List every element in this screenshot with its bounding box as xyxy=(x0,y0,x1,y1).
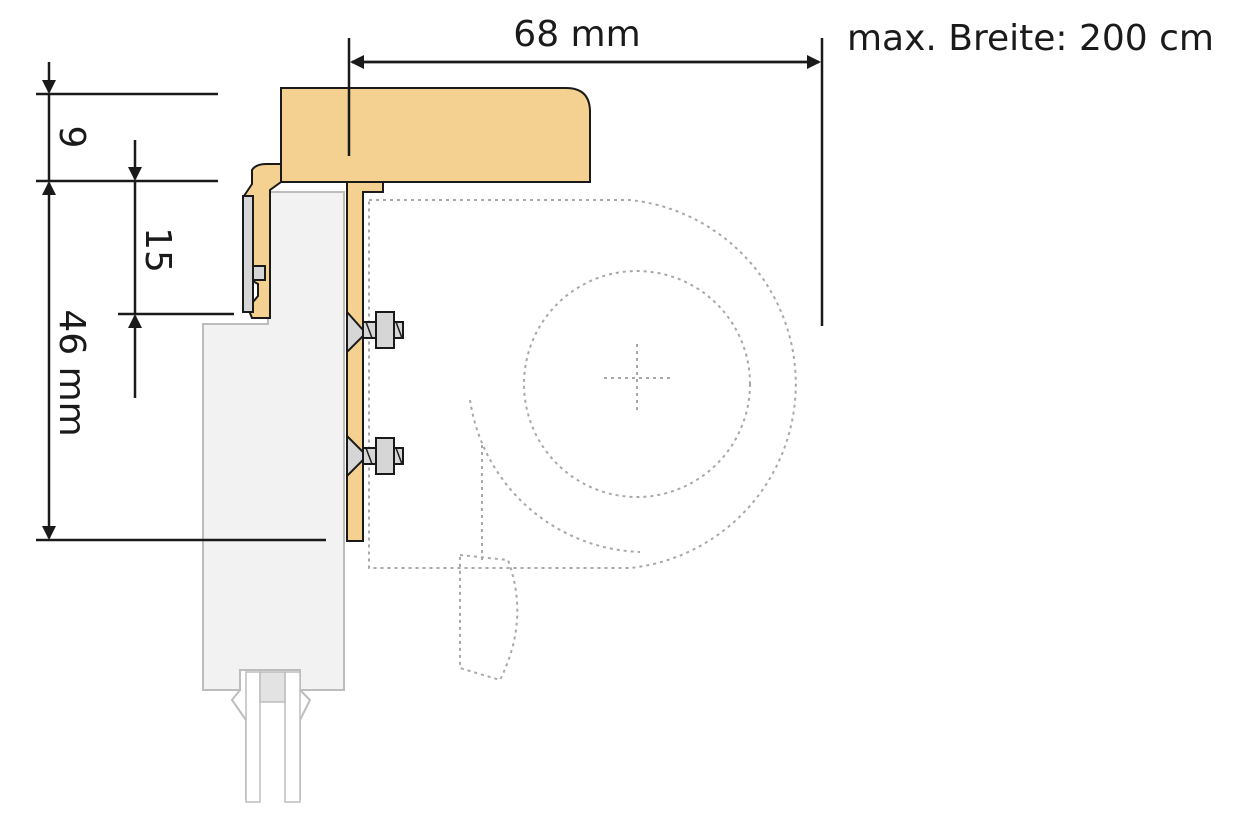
depth-label: 68 mm xyxy=(513,14,640,55)
window-frame xyxy=(202,191,345,803)
frame-clip xyxy=(242,163,282,319)
roller-blind-outline xyxy=(368,199,797,682)
bracket-offset-label: 15 xyxy=(137,227,178,273)
wooden-board xyxy=(280,87,591,183)
dimension-depth xyxy=(347,38,824,326)
height-label: 46 mm xyxy=(51,309,92,436)
screw-upper xyxy=(346,309,404,355)
top-offset-label: 9 xyxy=(51,126,92,149)
mounting-bracket xyxy=(346,181,384,542)
dimension-lines-left xyxy=(36,62,326,542)
max-width-label: max. Breite: 200 cm xyxy=(847,18,1214,59)
screw-lower xyxy=(346,433,404,479)
